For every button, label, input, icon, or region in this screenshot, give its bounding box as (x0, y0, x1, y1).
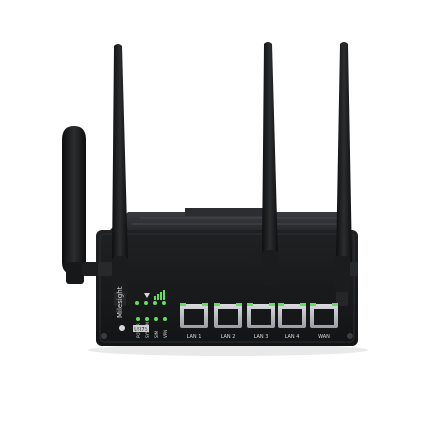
lte-antenna (62, 126, 100, 284)
port-lan3 (247, 303, 275, 328)
antenna-connector (98, 262, 112, 276)
model-badge (133, 325, 149, 332)
port-label-wan: WAN (318, 334, 330, 340)
led-label-power: POWER (136, 323, 141, 338)
port-lan2 (214, 303, 242, 328)
signal-strength-icon (144, 290, 165, 300)
sim-led (154, 317, 158, 321)
floor-shadow (88, 344, 368, 356)
port-wan (310, 303, 338, 328)
screw (347, 333, 353, 339)
port-label-lan4: LAN 4 (285, 334, 300, 340)
brand-logo: Milesight (116, 286, 125, 331)
vpn-led (163, 317, 167, 321)
whip-antenna-right (334, 42, 352, 306)
screw (101, 333, 107, 339)
top-led-row (135, 301, 166, 305)
system-led (145, 317, 149, 321)
led-label-vpn: VPN (163, 330, 168, 338)
status-leds: POWER SYSTEM SIM VPN (136, 317, 168, 338)
port-lan4 (278, 303, 306, 328)
whip-antenna-middle (262, 42, 278, 286)
ethernet-ports (180, 303, 338, 328)
led-label-sim: SIM (154, 330, 159, 338)
port-label-lan1: LAN 1 (187, 334, 202, 340)
port-lan1 (180, 303, 208, 328)
led-label-system: SYSTEM (145, 322, 150, 338)
whip-antenna-left (112, 44, 128, 306)
model-name: UR75 (134, 327, 148, 333)
brand-name: Milesight (116, 286, 124, 318)
power-led (136, 317, 140, 321)
port-label-lan3: LAN 3 (254, 334, 269, 340)
port-label-lan2: LAN 2 (221, 334, 236, 340)
